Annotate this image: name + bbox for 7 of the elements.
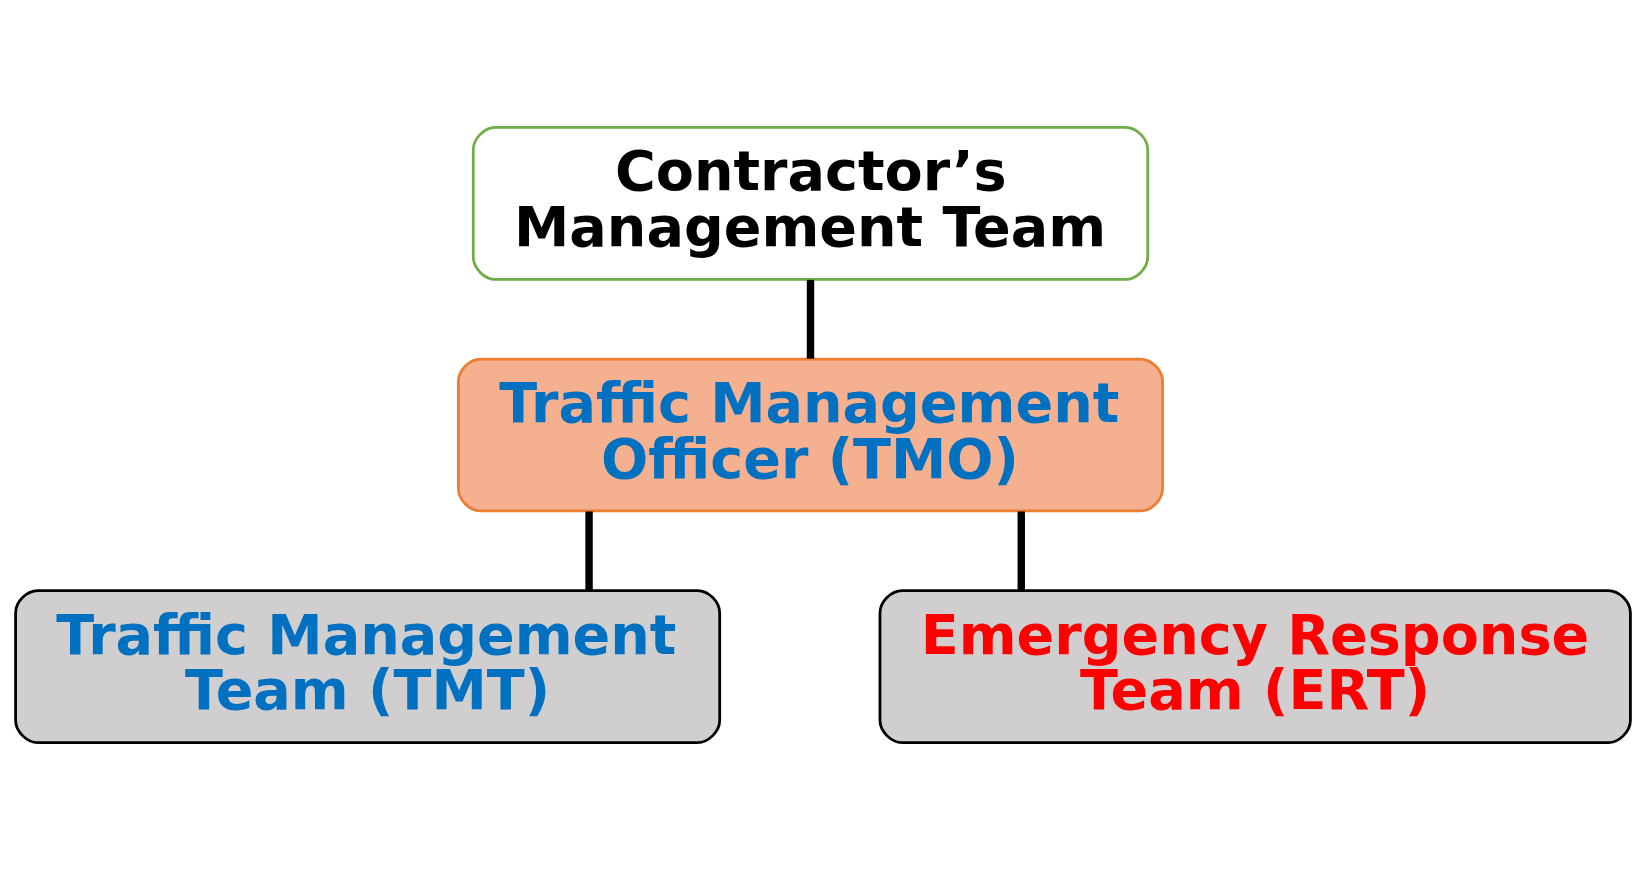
connector — [1017, 511, 1025, 590]
connector — [806, 279, 815, 359]
connector — [585, 511, 593, 590]
node-box: Traffic Management Officer (TMO) — [457, 357, 1164, 512]
node-box: Contractor’s Management Team — [471, 125, 1150, 281]
node-box: Traffic Management Team (TMT) — [14, 588, 722, 744]
node-box: Emergency Response Team (ERT) — [878, 588, 1632, 744]
